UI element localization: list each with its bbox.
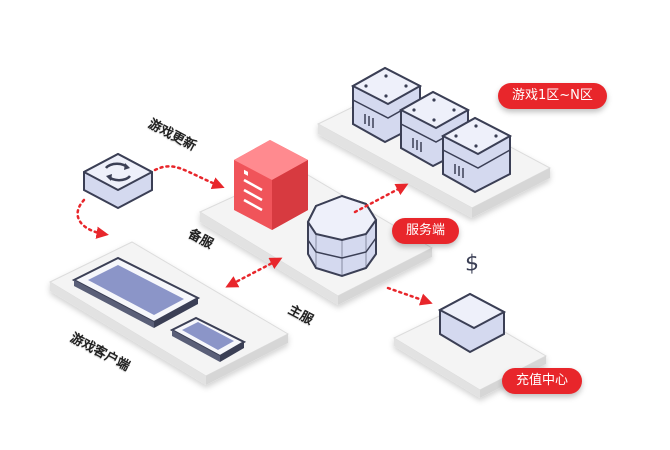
update-icon [83,152,153,210]
main-to-recharge-arrow [386,286,433,306]
zone-server-3 [440,116,513,194]
connectors [76,165,433,306]
backup-server-icon [234,140,308,230]
main-to-zones-arrow [353,183,409,214]
main-server-icon [306,194,378,278]
client-main-arrow [225,257,283,288]
update-to-backup-arrow [153,165,225,190]
svg-text:$: $ [465,251,479,277]
tablet-icon [71,256,201,328]
phone-icon [169,316,247,362]
server-side-label: 服务端 [392,218,460,244]
recharge-label: 充值中心 [502,368,583,394]
dollar-icon: $ [437,251,507,354]
update-to-client-arrow [76,198,109,239]
zones-label: 游戏1区~N区 [498,83,607,109]
